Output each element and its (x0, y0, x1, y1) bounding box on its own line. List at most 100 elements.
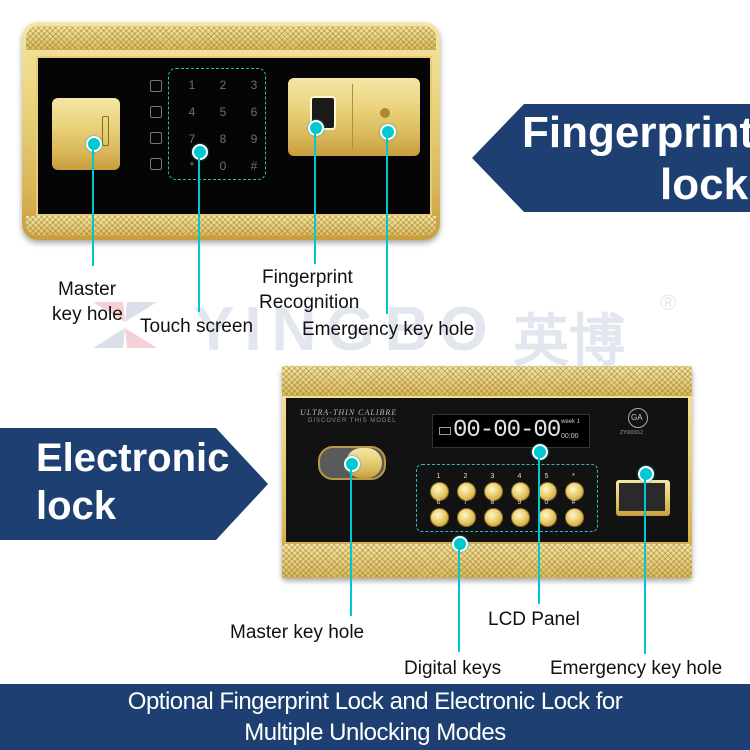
digital-key-4[interactable] (511, 482, 530, 501)
e-bottom-knurled-strip (282, 544, 692, 578)
bottom-knurled-strip (26, 216, 436, 236)
digital-key-number: 5 (544, 473, 549, 480)
label-fingerprint-recognition-1: Fingerprint (262, 267, 353, 288)
watermark-chinese: 英博 (513, 309, 625, 372)
e-emergency-key-hole[interactable] (616, 480, 670, 516)
master-key-cover (52, 98, 120, 170)
label-fingerprint-recognition-2: Recognition (259, 292, 360, 313)
e-seal-icon: GA (628, 408, 648, 428)
electronic-lock-badge (0, 428, 268, 540)
callout-line-emergency-bottom (644, 478, 646, 654)
footer-banner (0, 684, 750, 750)
e-top-knurled-strip (282, 366, 692, 396)
touch-screen-area[interactable] (168, 68, 266, 180)
touch-key-3[interactable]: 3 (250, 78, 258, 92)
e-lcd-battery-icon (439, 427, 451, 435)
fingerprint-lock-badge-line1: Fingerprint (522, 108, 750, 157)
digital-key-number: 9 (517, 499, 522, 506)
fingerprint-lock-badge (472, 104, 750, 212)
digital-key-number: 4 (517, 473, 522, 480)
e-lcd-time: 00-00-00 (453, 417, 561, 444)
callout-dot-emergency-bottom (638, 466, 654, 482)
label-digital-keys: Digital keys (404, 658, 502, 679)
footer-line1: Optional Fingerprint Lock and Electronic… (127, 688, 623, 715)
digital-key-number: # (571, 499, 576, 506)
e-lcd-week: week 1 (561, 419, 581, 425)
digital-key-6[interactable] (430, 508, 449, 527)
settings-icon (150, 158, 162, 170)
digital-key-0[interactable] (538, 508, 557, 527)
label-emergency-top: Emergency key hole (302, 319, 475, 340)
watermark-brand: YINGBO (193, 295, 498, 364)
e-brand-line2: DISCOVER THIS MODEL (308, 418, 397, 424)
digital-key-number: 6 (436, 499, 441, 506)
callout-dot-master-key-top (86, 136, 102, 152)
touch-key-6[interactable]: 6 (250, 105, 258, 119)
watermark: YINGBO 英博 ® (85, 290, 685, 372)
electronic-lock-badge-line1: Electronic (36, 436, 230, 480)
fingerprint-module (288, 78, 420, 156)
callout-line-emergency-top (386, 136, 388, 314)
touch-key-1[interactable]: 1 (188, 78, 196, 92)
touch-key-7[interactable]: 7 (188, 132, 196, 146)
digital-key-star[interactable] (565, 482, 584, 501)
emergency-key-hole-top-shape (380, 108, 390, 118)
callout-dot-lcd (532, 444, 548, 460)
e-digital-keys-area[interactable] (416, 464, 598, 532)
e-seal-text: GA (631, 413, 643, 422)
digital-key-8[interactable] (484, 508, 503, 527)
touch-key-4[interactable]: 4 (188, 105, 196, 119)
label-emergency-bottom: Emergency key hole (550, 658, 723, 679)
callout-dot-digital-keys (452, 536, 468, 552)
touch-key-8[interactable]: 8 (219, 132, 227, 146)
callout-line-touch-screen (198, 156, 200, 312)
digital-key-number: 7 (463, 499, 468, 506)
label-touch-screen: Touch screen (140, 316, 254, 337)
callout-dot-emergency-top (380, 124, 396, 140)
black-glass-panel: 1 2 3 4 5 6 7 8 9 * 0 # (36, 56, 432, 216)
label-master-key-bottom: Master key hole (230, 622, 365, 643)
callout-line-lcd (538, 456, 540, 604)
label-lcd-panel: LCD Panel (488, 609, 580, 630)
touch-key-hash[interactable]: # (250, 159, 258, 173)
callout-line-master-key-top (92, 148, 94, 266)
e-seal-sub: ZY000012 (620, 430, 644, 436)
touch-key-star[interactable]: * (189, 159, 195, 173)
callout-dot-touch-screen (192, 144, 208, 160)
touch-key-9[interactable]: 9 (250, 132, 258, 146)
touch-key-5[interactable]: 5 (219, 105, 227, 119)
digital-key-3[interactable] (484, 482, 503, 501)
electronic-lock-panel: ULTRA-THIN CALIBRE DISCOVER THIS MODEL 0… (282, 366, 692, 578)
touch-key-2[interactable]: 2 (219, 78, 227, 92)
callout-dot-fingerprint (308, 120, 324, 136)
digital-key-hash[interactable] (565, 508, 584, 527)
e-brand-line1: ULTRA-THIN CALIBRE (300, 408, 398, 417)
brand-logo-icon (93, 302, 157, 348)
digital-key-number: * (572, 473, 575, 480)
master-key-slot (102, 116, 109, 146)
digital-key-number: 8 (490, 499, 495, 506)
digital-key-7[interactable] (457, 508, 476, 527)
side-icons (150, 80, 162, 170)
digital-key-2[interactable] (457, 482, 476, 501)
digital-key-9[interactable] (511, 508, 530, 527)
e-lcd-small: 00:00 (561, 433, 579, 440)
watermark-registered: ® (660, 290, 677, 315)
footer-line2: Multiple Unlocking Modes (244, 719, 506, 746)
callout-dot-master-key-bottom (344, 456, 360, 472)
lock-icon (150, 106, 162, 118)
digital-key-number: 0 (544, 499, 549, 506)
electronic-lock-badge-line2: lock (36, 484, 117, 528)
e-lcd: 00-00-00 week 1 00:00 (432, 414, 590, 448)
callout-line-fingerprint (314, 132, 316, 264)
fingerprint-lock-panel: 1 2 3 4 5 6 7 8 9 * 0 # (22, 22, 440, 240)
digital-key-number: 1 (436, 473, 441, 480)
fingerprint-divider (352, 84, 353, 148)
touch-key-0[interactable]: 0 (219, 159, 227, 173)
label-master-key-top-2: key hole (52, 304, 123, 325)
e-emergency-key-inner (619, 483, 665, 511)
digital-key-1[interactable] (430, 482, 449, 501)
callout-line-master-key-bottom (350, 468, 352, 616)
digital-key-number: 3 (490, 473, 495, 480)
callout-line-digital-keys (458, 548, 460, 652)
